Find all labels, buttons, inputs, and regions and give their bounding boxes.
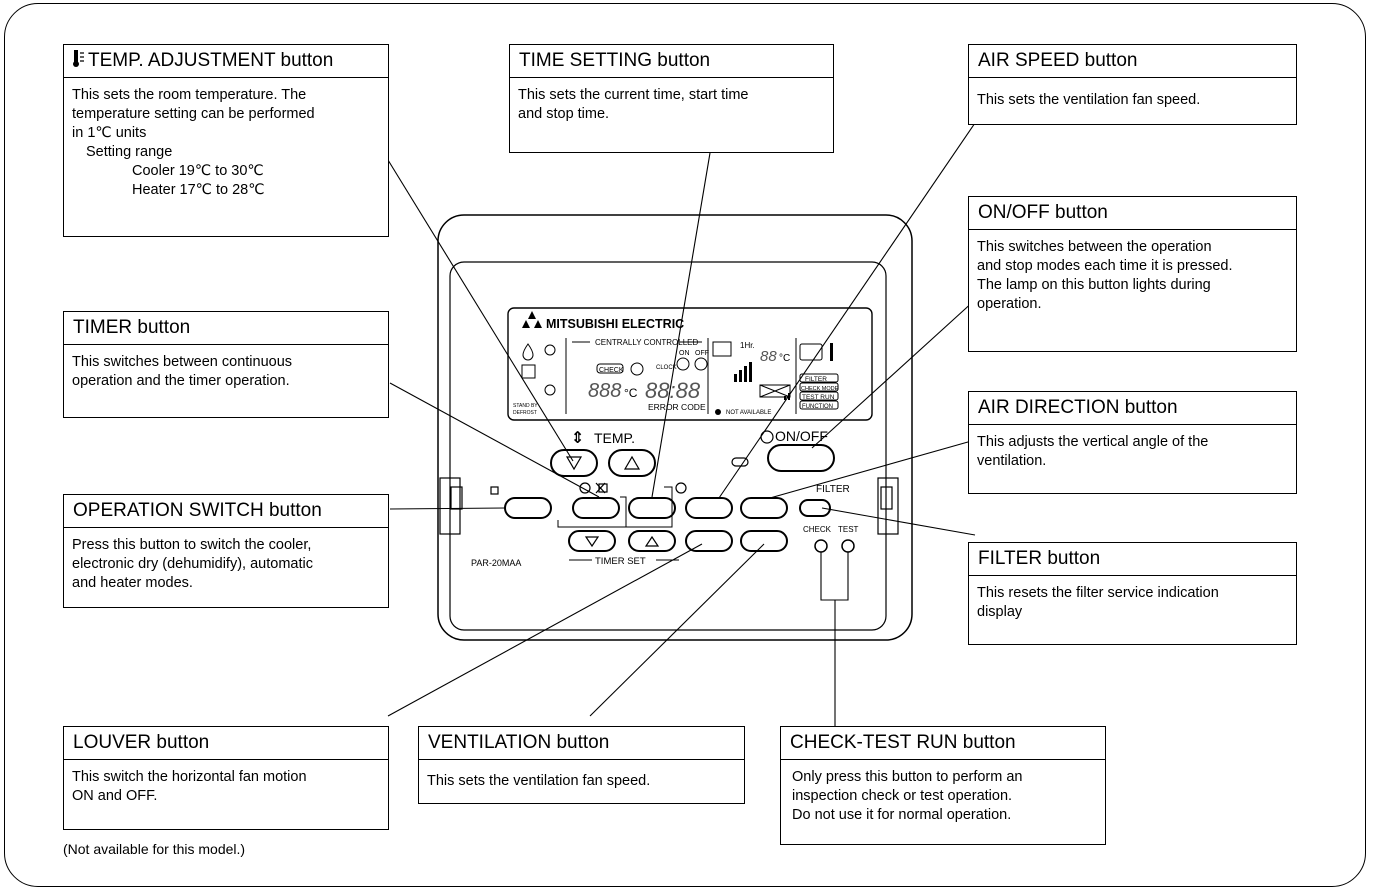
timer-up-button[interactable] [628, 530, 676, 552]
filter-button[interactable] [799, 499, 831, 517]
callout-air-speed: AIR SPEED button This sets the ventilati… [968, 44, 1297, 125]
fan-speed-bars [715, 343, 833, 415]
callout-temp-adjustment: TEMP. ADJUSTMENT button This sets the ro… [63, 44, 389, 237]
svg-text:DEFROST: DEFROST [513, 410, 537, 416]
test-button[interactable] [841, 539, 855, 553]
callout-title: ON/OFF button [969, 197, 1296, 230]
lcd-display [521, 338, 839, 414]
louver-availability-note: (Not available for this model.) [63, 841, 246, 857]
svg-text:TEST: TEST [838, 525, 859, 534]
svg-text:FILTER: FILTER [805, 376, 827, 383]
svg-text:FUNCTION: FUNCTION [802, 404, 833, 410]
svg-text:TEMP.: TEMP. [594, 430, 635, 446]
louver-icon [712, 341, 732, 357]
callout-title: OPERATION SWITCH button [64, 495, 388, 528]
svg-text:STAND BY: STAND BY [513, 403, 538, 409]
remote-body [437, 214, 913, 641]
temp-up-button[interactable] [608, 449, 656, 477]
callout-title: AIR SPEED button [969, 45, 1296, 78]
svg-text:PAR-20MAA: PAR-20MAA [471, 558, 521, 568]
svg-text:CHECK: CHECK [599, 367, 624, 374]
button-glyphs [490, 430, 774, 561]
air-speed-button[interactable] [685, 497, 733, 519]
air-direction-button[interactable] [740, 497, 788, 519]
svg-text:CHECK MODE: CHECK MODE [801, 386, 839, 392]
callout-title: LOUVER button [64, 727, 388, 760]
callout-title: CHECK-TEST RUN button [781, 727, 1105, 760]
svg-text:FILTER: FILTER [816, 484, 850, 495]
svg-text:888: 888 [588, 380, 621, 402]
timer-down-button[interactable] [568, 530, 616, 552]
louver-button[interactable] [685, 530, 733, 552]
svg-text:ERROR CODE: ERROR CODE [648, 402, 706, 412]
callout-title: FILTER button [969, 543, 1296, 576]
callout-title: VENTILATION button [419, 727, 744, 760]
clock-icon [630, 362, 644, 376]
callout-ventilation: VENTILATION button This sets the ventila… [418, 726, 745, 804]
cool-icon [521, 364, 536, 379]
check-button[interactable] [814, 539, 828, 553]
lcd-text: CENTRALLY CONTROLLED CHECK ON OFF CLOCK … [513, 338, 839, 416]
svg-text:OFF: OFF [695, 350, 709, 357]
svg-text:TEST RUN: TEST RUN [802, 394, 835, 401]
callout-title: AIR DIRECTION button [969, 392, 1296, 425]
svg-text:CLOCK: CLOCK [656, 365, 677, 371]
remote-buttons [504, 444, 855, 553]
svg-text:NOT AVAILABLE: NOT AVAILABLE [726, 410, 771, 416]
svg-text:1Hr.: 1Hr. [740, 341, 755, 350]
callout-operation-switch: OPERATION SWITCH button Press this butto… [63, 494, 389, 608]
callout-filter: FILTER button This resets the filter ser… [968, 542, 1297, 645]
thermometer-icon [73, 50, 84, 67]
svg-text:CENTRALLY CONTROLLED: CENTRALLY CONTROLLED [595, 338, 699, 347]
svg-text:°C: °C [779, 353, 790, 364]
svg-text:88:88: 88:88 [645, 378, 701, 403]
brand-name: MITSUBISHI ELECTRIC [546, 317, 684, 331]
svg-text:°C: °C [624, 386, 638, 400]
svg-text:⇕: ⇕ [571, 430, 584, 447]
outer-frame [4, 3, 1366, 887]
svg-text:ON/OFF: ON/OFF [775, 428, 828, 444]
lamp-indicator [731, 457, 749, 467]
svg-text:TIMER SET: TIMER SET [595, 556, 646, 567]
drop-icon [522, 343, 534, 361]
svg-text:ON: ON [679, 350, 690, 357]
remote-labels: TEMP. ⇕ ON/OFF FILTER CHECK TEST TIMER S… [471, 428, 859, 568]
on-off-button[interactable] [767, 444, 835, 472]
time-setting-button[interactable] [628, 497, 676, 519]
heat-icon [544, 384, 556, 396]
callout-on-off: ON/OFF button This switches between the … [968, 196, 1297, 352]
svg-text:CHECK: CHECK [803, 525, 832, 534]
callout-title: TIMER button [64, 312, 388, 345]
callout-time-setting: TIME SETTING button This sets the curren… [509, 44, 834, 153]
timer-button[interactable] [572, 497, 620, 519]
leader-lines [387, 122, 976, 726]
operation-switch-button[interactable] [504, 497, 552, 519]
callout-title: TIME SETTING button [510, 45, 833, 78]
sun-icon [544, 344, 556, 356]
ventilation-button[interactable] [740, 530, 788, 552]
brand-logo: MITSUBISHI ELECTRIC [522, 311, 684, 331]
callout-title: TEMP. ADJUSTMENT button [64, 45, 388, 78]
svg-text:88: 88 [760, 348, 777, 365]
callout-check-test-run: CHECK-TEST RUN button Only press this bu… [780, 726, 1106, 845]
callout-air-direction: AIR DIRECTION button This adjusts the ve… [968, 391, 1297, 494]
callout-louver: LOUVER button This switch the horizontal… [63, 726, 389, 830]
temp-down-button[interactable] [550, 449, 598, 477]
callout-timer: TIMER button This switches between conti… [63, 311, 389, 418]
